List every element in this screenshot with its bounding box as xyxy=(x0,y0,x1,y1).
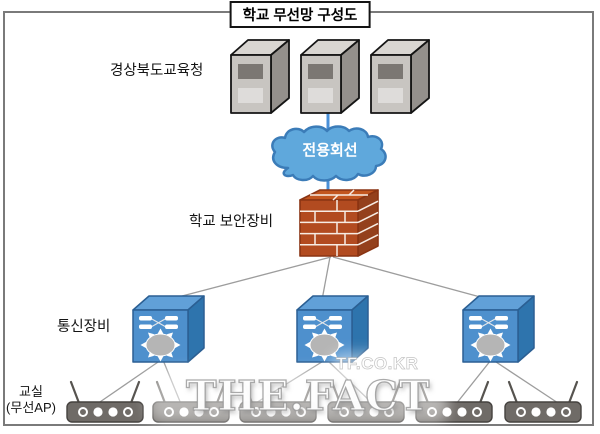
wireless-ap-icon-1 xyxy=(65,378,145,424)
switch-ap-line-6 xyxy=(492,359,559,404)
classroom-label-line2: (무선AP) xyxy=(6,400,56,416)
diagram-title: 학교 무선망 구성도 xyxy=(229,1,371,28)
classroom-label-line1: 교실 xyxy=(19,384,43,399)
server-tower-icon-2 xyxy=(299,37,361,115)
network-switch-icon-1 xyxy=(131,294,207,364)
server-tower-icon-1 xyxy=(229,37,291,115)
switch-ap-line-1 xyxy=(96,359,162,405)
firewall-switch-line-3 xyxy=(332,256,496,302)
wireless-ap-icon-6 xyxy=(503,378,583,424)
dedicated-line-cloud-icon: 전용회선 xyxy=(264,124,396,182)
network-switch-icon-3 xyxy=(461,294,537,364)
security-equipment-label: 학교 보안장비 xyxy=(189,214,274,230)
network-equipment-label: 통신장비 xyxy=(57,319,111,335)
watermark-url: TF.CO.KR xyxy=(336,354,419,374)
classroom-label: 교실 (무선AP) xyxy=(0,384,62,417)
firewall-switch-line-1 xyxy=(162,256,332,302)
watermark-sub-glow xyxy=(330,353,438,376)
server-tower-icon-3 xyxy=(369,37,431,115)
education-office-label: 경상북도교육청 xyxy=(110,63,204,79)
watermark-logo: THE.FACT xyxy=(185,371,431,420)
cloud-label: 전용회선 xyxy=(302,142,358,159)
watermark-glow xyxy=(148,371,448,423)
switch-ap-line-5 xyxy=(455,359,492,405)
firewall-brick-icon xyxy=(299,189,379,257)
firewall-switch-line-2 xyxy=(321,256,331,301)
